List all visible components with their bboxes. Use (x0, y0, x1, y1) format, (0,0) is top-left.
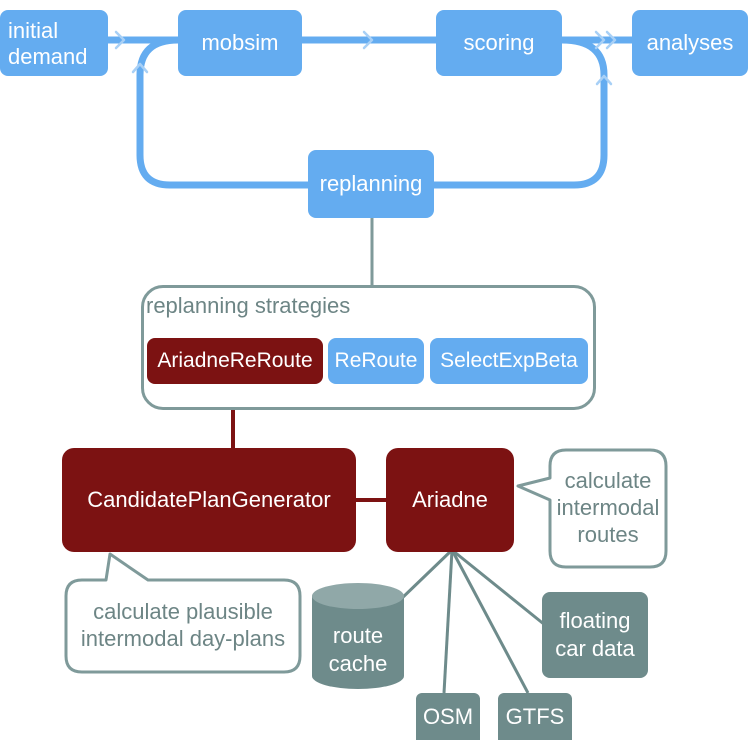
connector-route-cache (398, 548, 454, 602)
connector-gtfs (450, 549, 530, 694)
floating-car-data-box: floating car data (542, 592, 648, 678)
callout-dayplans-text: calculate plausible intermodal day-plans (80, 599, 286, 651)
callout-routes-text: calculate intermodal routes (556, 468, 660, 547)
mobsim-box: mobsim (178, 10, 302, 76)
ariadne-label: Ariadne (412, 487, 488, 512)
chevron-icon (114, 30, 126, 50)
strategy-label: ReRoute (334, 349, 418, 372)
floating-car-data-label: floating car data (555, 608, 635, 661)
generator-label: CandidatePlanGenerator (87, 487, 331, 512)
chevron-icon (362, 30, 374, 50)
candidate-plan-generator-box: CandidatePlanGenerator (62, 448, 356, 552)
initial-demand-label: initial demand (8, 18, 88, 69)
initial-demand-box: initial demand (0, 10, 108, 76)
gtfs-label: GTFS (505, 703, 565, 729)
strategy-reroute: ReRoute (328, 338, 424, 384)
connector-osm (442, 549, 454, 694)
replanning-box: replanning (308, 150, 434, 218)
ariadne-box: Ariadne (386, 448, 514, 552)
arrow-chevrons (114, 30, 617, 86)
analyses-box: analyses (632, 10, 748, 76)
callout-dayplans-balloon (64, 552, 302, 674)
strategy-selectexpbeta: SelectExpBeta (430, 338, 588, 384)
arrow-scoring-to-replanning (430, 36, 608, 189)
osm-label: OSM (422, 703, 474, 729)
chevron-icon (131, 62, 149, 74)
analyses-label: analyses (646, 30, 734, 55)
route-cache-label: route cache (328, 623, 388, 676)
replanning-label: replanning (319, 171, 423, 196)
connector-floating-car-data (451, 548, 546, 627)
osm-box: OSM (416, 693, 480, 740)
strategy-label: AriadneReRoute (157, 349, 313, 372)
mobsim-label: mobsim (201, 30, 279, 55)
route-cache-cylinder (312, 583, 404, 689)
gtfs-box: GTFS (498, 693, 572, 740)
strategy-ariadnereroute: AriadneReRoute (147, 338, 323, 384)
arrow-replanning-to-mobsim (136, 36, 312, 189)
chevron-icon (605, 30, 617, 50)
scoring-label: scoring (463, 30, 535, 55)
callout-routes-balloon (516, 448, 668, 569)
data-connectors (398, 548, 546, 694)
replanning-strategies-title: replanning strategies (146, 293, 351, 318)
loop-arrows (104, 36, 636, 189)
strategy-label: SelectExpBeta (440, 349, 578, 372)
chevron-icon (595, 74, 613, 86)
chevron-icon (594, 30, 606, 50)
scoring-box: scoring (436, 10, 562, 76)
